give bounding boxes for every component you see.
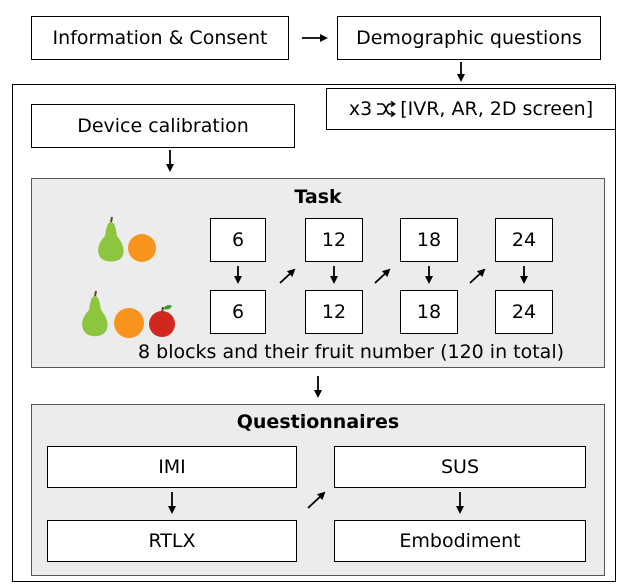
consent-label: Information & Consent — [52, 27, 268, 49]
task-block-value: 24 — [511, 301, 537, 323]
task-block-value: 18 — [416, 301, 442, 323]
task-block-value: 6 — [231, 301, 245, 323]
task-block-bottom-1: 6 — [210, 290, 266, 334]
fruit-group-top — [98, 216, 156, 262]
task-block-value: 24 — [511, 229, 537, 251]
shuffle-icon — [376, 100, 397, 118]
task-block-value: 6 — [231, 229, 245, 251]
questionnaire-label: Embodiment — [399, 530, 521, 552]
questionnaire-label: IMI — [158, 456, 186, 478]
questionnaire-embodiment: Embodiment — [334, 520, 586, 562]
task-block-top-4: 24 — [495, 218, 553, 262]
demographic-box: Demographic questions — [337, 16, 601, 60]
apple-icon — [149, 305, 175, 337]
task-title: Task — [294, 186, 342, 208]
demographic-label: Demographic questions — [356, 27, 582, 49]
task-block-value: 12 — [321, 229, 347, 251]
conditions-box: x3 [IVR, AR, 2D screen] — [326, 88, 616, 130]
questionnaire-sus: SUS — [334, 446, 586, 488]
arrow-diag-2 — [374, 268, 391, 284]
arrow-rtlx-sus — [307, 491, 326, 509]
task-block-top-2: 12 — [305, 218, 363, 262]
consent-box: Information & Consent — [31, 16, 289, 60]
questionnaire-label: SUS — [440, 456, 480, 478]
arrow-diag-1 — [279, 268, 296, 284]
questionnaires-title: Questionnaires — [236, 411, 400, 433]
orange-icon — [128, 234, 156, 262]
task-block-value: 12 — [321, 301, 347, 323]
task-caption: 8 blocks and their fruit number (120 in … — [138, 341, 565, 363]
pear-icon — [82, 290, 108, 337]
task-block-top-3: 18 — [400, 218, 458, 262]
fruit-group-bottom — [82, 290, 175, 338]
pear-icon — [98, 216, 124, 262]
calibration-box: Device calibration — [31, 104, 295, 148]
task-block-bottom-4: 24 — [495, 290, 553, 334]
conditions-list: [IVR, AR, 2D screen] — [400, 98, 594, 120]
task-block-bottom-3: 18 — [400, 290, 458, 334]
task-block-bottom-2: 12 — [305, 290, 363, 334]
task-block-value: 18 — [416, 229, 442, 251]
task-block-top-1: 6 — [210, 218, 266, 262]
conditions-count: x3 — [348, 98, 373, 120]
questionnaire-imi: IMI — [47, 446, 297, 488]
orange-icon — [114, 308, 144, 338]
calibration-label: Device calibration — [77, 115, 249, 137]
arrow-diag-3 — [469, 268, 486, 284]
study-frame — [12, 84, 616, 582]
questionnaire-rtlx: RTLX — [47, 520, 297, 562]
questionnaire-label: RTLX — [148, 530, 196, 552]
